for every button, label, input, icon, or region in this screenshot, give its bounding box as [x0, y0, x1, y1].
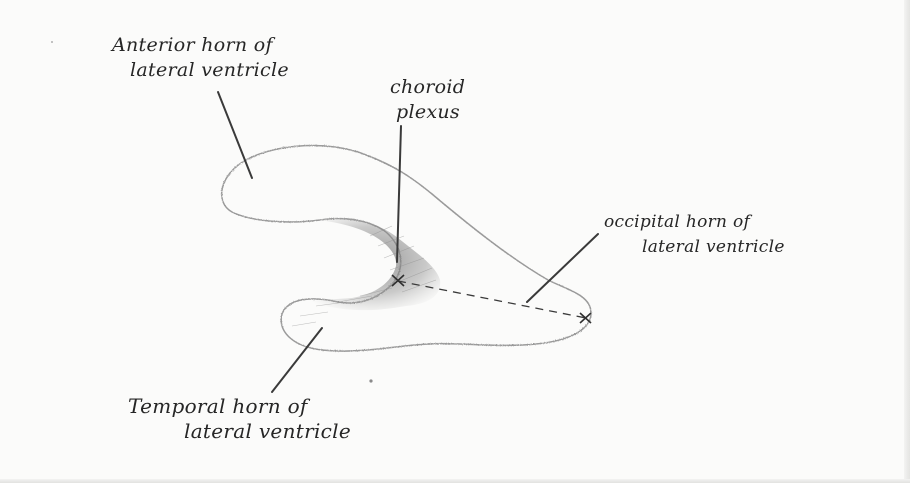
label-line: Temporal horn of [128, 394, 351, 419]
label-line: choroid [390, 75, 465, 100]
leader-anterior [218, 92, 252, 178]
occipital-marker [580, 313, 591, 323]
label-temporal-horn: Temporal horn of lateral ventricle [128, 394, 351, 444]
label-choroid-plexus: choroid plexus [390, 75, 465, 125]
leader-temporal [272, 328, 322, 392]
label-line: plexus [390, 100, 465, 125]
label-line: Anterior horn of [112, 33, 289, 58]
choroid-plexus-shading [290, 218, 440, 312]
label-occipital-horn: occipital horn of lateral ventricle [604, 210, 785, 260]
leader-occipital [527, 234, 598, 302]
label-line: lateral ventricle [128, 419, 351, 444]
label-line: lateral ventricle [112, 58, 289, 83]
label-line: occipital horn of [604, 210, 785, 235]
stray-mark [369, 379, 372, 382]
label-line: lateral ventricle [604, 235, 785, 260]
stray-mark [51, 41, 53, 43]
label-anterior-horn: Anterior horn of lateral ventricle [112, 33, 289, 83]
